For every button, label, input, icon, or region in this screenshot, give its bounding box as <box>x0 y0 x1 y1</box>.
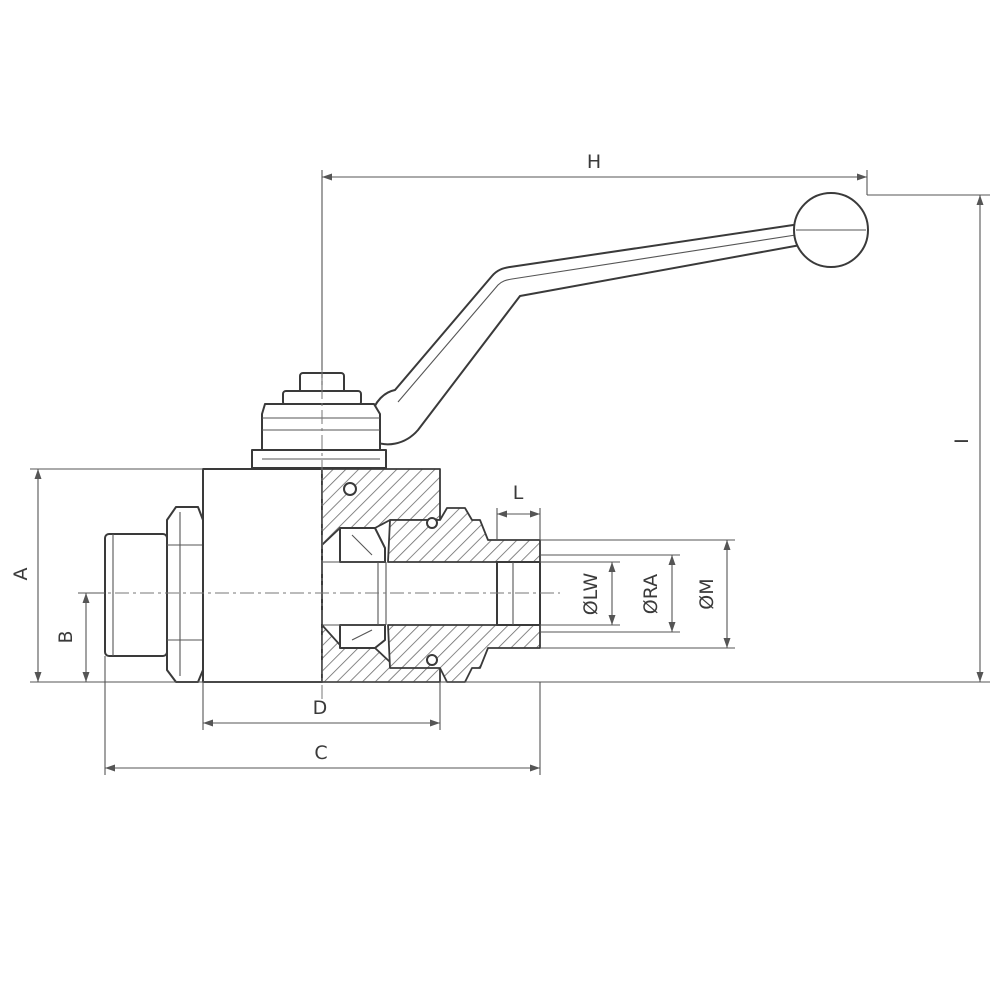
label-b: B <box>55 630 77 643</box>
label-lw: ØLW <box>580 573 602 616</box>
label-m: ØM <box>696 578 718 609</box>
extension-lines <box>30 170 990 775</box>
center-lines <box>90 360 560 700</box>
label-i: I <box>951 438 973 444</box>
left-end-fitting <box>104 506 204 683</box>
label-d: D <box>313 697 328 719</box>
label-a: A <box>10 568 32 581</box>
dimension-lines <box>34 173 984 772</box>
label-c: C <box>314 742 327 764</box>
handle-lever <box>369 192 869 446</box>
right-connector-section <box>387 507 541 683</box>
label-h: H <box>587 151 601 173</box>
label-ra: ØRA <box>640 574 662 614</box>
dimension-labels: H I A B D C L ØLW ØRA ØM <box>10 151 973 764</box>
stem-assembly <box>251 372 387 469</box>
valve-body <box>202 468 323 683</box>
label-l: L <box>513 482 524 504</box>
